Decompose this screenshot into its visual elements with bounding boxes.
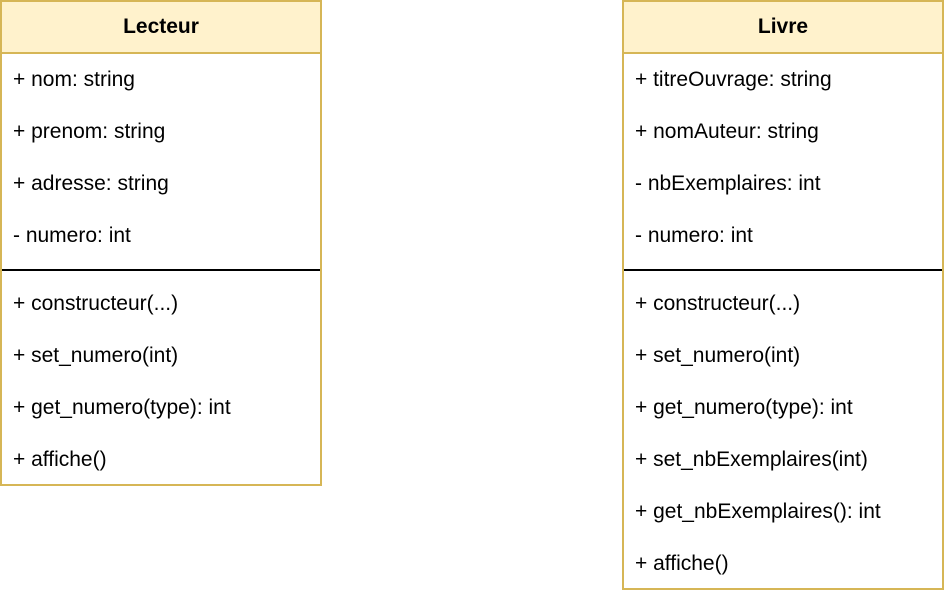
livre-method: + affiche() (635, 552, 729, 575)
lecteur-method: + constructeur(...) (13, 292, 179, 315)
livre-attribute: + titreOuvrage: string (635, 68, 832, 91)
livre-attribute: - nbExemplaires: int (635, 172, 821, 195)
class-livre-attributes: + titreOuvrage: string + nomAuteur: stri… (624, 54, 942, 262)
lecteur-attribute: - numero: int (13, 224, 131, 247)
lecteur-attribute: + nom: string (13, 68, 135, 91)
livre-attribute: + nomAuteur: string (635, 120, 819, 143)
class-livre-name: Livre (757, 15, 809, 38)
lecteur-method: + get_numero(type): int (13, 396, 231, 419)
lecteur-attribute: + adresse: string (13, 172, 169, 195)
class-lecteur-divider (2, 269, 320, 271)
livre-method: + get_nbExemplaires(): int (635, 500, 881, 523)
class-livre[interactable]: Livre + titreOuvrage: string + nomAuteur… (622, 0, 944, 590)
class-livre-methods: + constructeur(...) + set_numero(int) + … (624, 278, 942, 590)
lecteur-method: + affiche() (13, 448, 107, 471)
livre-method: + set_nbExemplaires(int) (635, 448, 868, 471)
class-lecteur-attributes: + nom: string + prenom: string + adresse… (2, 54, 320, 262)
lecteur-method: + set_numero(int) (13, 344, 179, 367)
class-lecteur-header: Lecteur (2, 2, 320, 54)
livre-attribute: - numero: int (635, 224, 753, 247)
livre-method: + set_numero(int) (635, 344, 801, 367)
class-lecteur[interactable]: Lecteur + nom: string + prenom: string +… (0, 0, 322, 486)
livre-method: + constructeur(...) (635, 292, 801, 315)
class-lecteur-name: Lecteur (123, 15, 199, 38)
class-livre-divider (624, 269, 942, 271)
livre-method: + get_numero(type): int (635, 396, 853, 419)
class-livre-header: Livre (624, 2, 942, 54)
class-lecteur-methods: + constructeur(...) + set_numero(int) + … (2, 278, 320, 486)
lecteur-attribute: + prenom: string (13, 120, 166, 143)
